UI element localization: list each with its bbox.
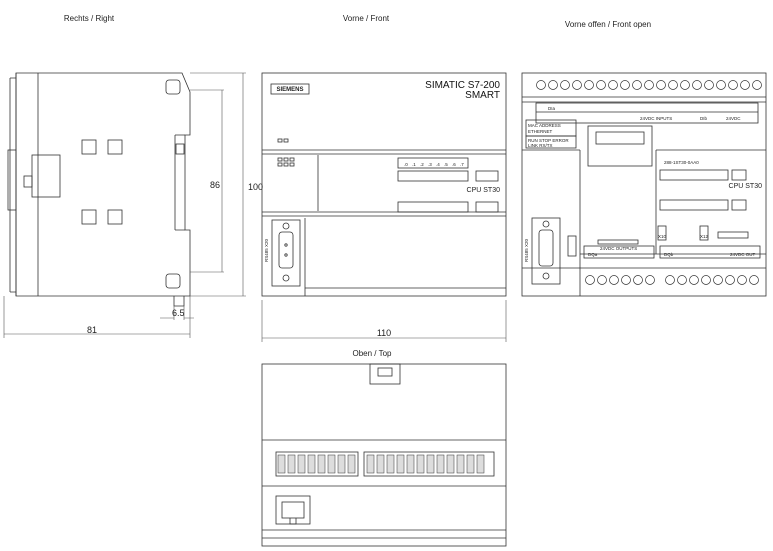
front-open-order-number: 288-1ST30-0AA0 [664,160,699,165]
front-open-port-label: RS485 X20 [524,238,529,262]
front-open-status2: LINK RX/TX [528,143,553,148]
channel-label: .1 [412,162,416,167]
front-open-power-label: 24VDC [726,116,741,121]
front-open-top-terminals [536,80,762,90]
top-view [261,363,507,547]
front-open-ethernet-label: ETHERNET [528,129,553,134]
channel-label: .2 [420,162,424,167]
front-open-mac-label: MAC ADDRESS [528,123,561,128]
front-dimension [261,300,507,342]
channel-label: .0 [404,162,408,167]
front-brand-logo: SIEMENS [276,87,303,93]
front-product-line2: SMART [465,90,500,101]
dim-100: 100 [248,182,263,192]
right-view-dimensions [3,72,246,338]
channel-label: .5 [444,162,448,167]
front-open-output-label-b: DQb [664,252,674,257]
channel-label: .3 [428,162,432,167]
front-open-x12-label: X12 [700,234,709,239]
front-cpu-label: CPU ST30 [467,187,501,194]
front-open-input-label-b: DIb [700,116,708,121]
front-open-title: Vorne offen / Front open [565,20,651,29]
channel-label: .7 [460,162,464,167]
top-view-terminal-teeth [277,454,485,474]
front-open-outputs-title: 24VDC OUTPUTS [600,246,637,251]
front-open-status1: RUN STOP ERROR [528,138,569,143]
front-open-inputs-title: 24VDC INPUTS [640,116,672,121]
front-view [261,72,507,297]
dim-86: 86 [210,180,220,190]
front-open-sensor-label: 24VDC OUT [730,252,756,257]
right-view-title: Rechts / Right [64,14,115,23]
channel-label: .6 [452,162,456,167]
top-view-title: Oben / Top [353,349,393,358]
front-view-title: Vorne / Front [343,14,390,23]
dim-6-5: 6.5 [172,308,185,318]
front-open-x10-label: X10 [658,234,667,239]
dim-81: 81 [87,325,97,335]
front-port-label: RS485 X20 [264,238,269,262]
front-open-output-label-a: DQa [588,252,598,257]
front-open-input-label-a: DIa [548,106,556,111]
front-open-view [521,72,767,297]
right-view [7,72,191,307]
front-open-bottom-terminals [585,275,759,285]
front-input-channel-labels: .0 .1 .2 .3 .4 .5 .6 .7 [404,162,464,167]
dim-110: 110 [377,328,391,338]
channel-label: .4 [436,162,440,167]
front-product-line1: SIMATIC S7-200 [425,80,500,91]
front-open-cpu-label: CPU ST30 [729,183,763,190]
